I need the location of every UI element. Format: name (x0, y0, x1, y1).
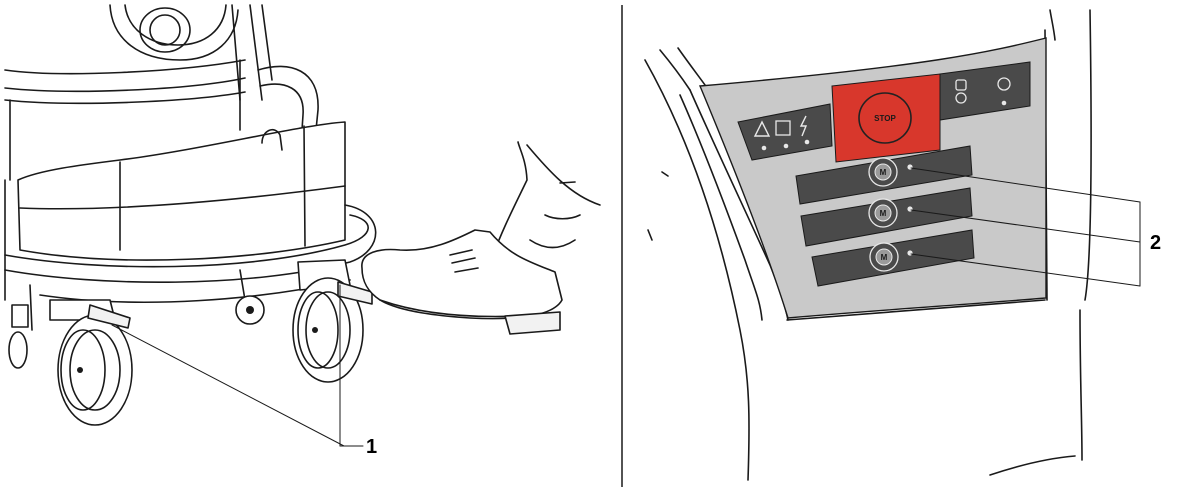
stop-label: STOP (874, 114, 896, 123)
filter-led (784, 144, 789, 149)
power-fault-led (805, 140, 810, 145)
motor-led-1 (907, 164, 912, 169)
stop-button-panel: STOP (832, 74, 940, 162)
motor-button-3-label: M (881, 253, 888, 262)
control-panel: STOP M M M (700, 38, 1140, 318)
callout-label-1: 1 (366, 437, 377, 457)
operator-foot (362, 142, 600, 334)
warning-led (762, 146, 767, 151)
left-caster-wheel (50, 300, 132, 425)
side-wheel (9, 305, 28, 368)
right-caster-wheel (293, 260, 372, 382)
vacuum-cleaner-drawing (5, 5, 600, 446)
motor-button-2-label: M (880, 209, 887, 218)
motor-button-1-label: M (880, 168, 887, 177)
motor-led-3 (907, 250, 912, 255)
callout-label-2: 2 (1150, 233, 1161, 253)
motor-led-2 (907, 206, 912, 211)
gauge-led (1002, 101, 1007, 106)
